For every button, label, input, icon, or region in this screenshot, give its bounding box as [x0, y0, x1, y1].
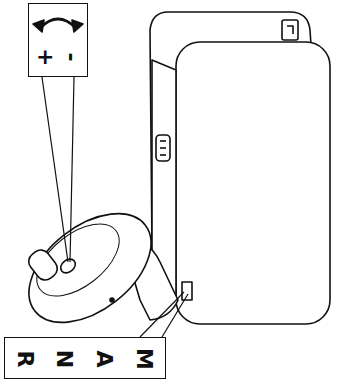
gear-label: N	[53, 350, 75, 368]
shift-arrow	[40, 19, 76, 28]
leader-line	[140, 292, 184, 337]
gear-label: +	[36, 46, 54, 68]
side-button	[156, 135, 170, 161]
gear-label: A	[93, 350, 115, 367]
top-icon	[282, 20, 298, 40]
callout-box: +-	[28, 3, 88, 77]
leader-line	[162, 294, 188, 337]
leader-line	[42, 77, 68, 262]
side-button-mark	[160, 154, 166, 156]
gear-label: R	[14, 351, 36, 368]
gear-label: M	[133, 348, 155, 370]
callout-box: RN A M	[4, 337, 166, 379]
arrow-head	[33, 20, 44, 32]
side-button-mark	[160, 147, 166, 149]
lever-button	[25, 246, 61, 283]
gate-indicator	[182, 282, 192, 300]
top-icon-symbol	[287, 26, 293, 34]
gear-label: -	[60, 52, 82, 61]
console-front	[176, 42, 330, 324]
leader-line	[70, 77, 74, 262]
side-button-mark	[160, 140, 166, 142]
lever-knob	[9, 192, 171, 344]
arrow-head	[72, 20, 83, 32]
lever-face	[24, 210, 132, 310]
lever-dot	[110, 298, 114, 302]
